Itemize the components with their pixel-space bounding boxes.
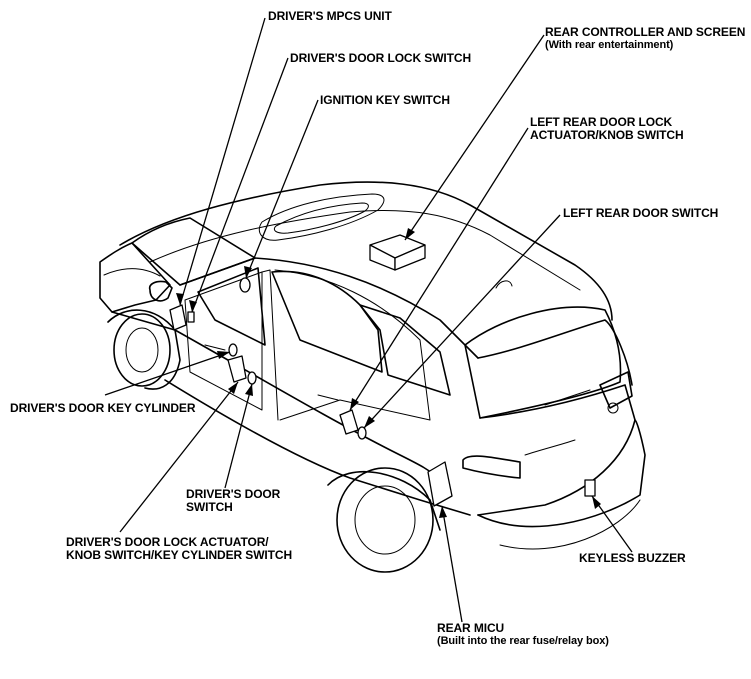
label-left-rear-lock-line2: ACTUATOR/KNOB SWITCH [530, 128, 684, 142]
label-drivers-door-lock-actuator: DRIVER'S DOOR LOCK ACTUATOR/ KNOB SWITCH… [66, 536, 292, 562]
label-door-switch-line2: SWITCH [186, 500, 233, 514]
vehicle-outline [99, 181, 646, 573]
label-ignition-key-switch: IGNITION KEY SWITCH [320, 93, 450, 107]
label-keyless-buzzer: KEYLESS BUZZER [579, 551, 686, 565]
label-actuator-line2: KNOB SWITCH/KEY CYLINDER SWITCH [66, 548, 293, 562]
label-door-switch-line1: DRIVER'S DOOR [186, 487, 281, 501]
label-rear-micu-note: (Built into the rear fuse/relay box) [437, 635, 609, 647]
label-rear-controller-title: REAR CONTROLLER AND SCREEN [545, 25, 746, 39]
label-left-rear-door-lock-actuator: LEFT REAR DOOR LOCK ACTUATOR/KNOB SWITCH [530, 116, 684, 142]
label-actuator-line1: DRIVER'S DOOR LOCK ACTUATOR/ [66, 535, 269, 549]
label-drivers-door-lock-switch: DRIVER'S DOOR LOCK SWITCH [290, 51, 472, 65]
component-markers [169, 234, 596, 507]
label-drivers-door-switch: DRIVER'S DOOR SWITCH [186, 488, 280, 514]
label-rear-controller-and-screen: REAR CONTROLLER AND SCREEN (With rear en… [545, 25, 746, 52]
label-drivers-door-key-cylinder: DRIVER'S DOOR KEY CYLINDER [10, 401, 196, 415]
label-left-rear-lock-line1: LEFT REAR DOOR LOCK [530, 115, 673, 129]
label-rear-controller-note: (With rear entertainment) [545, 39, 674, 51]
leader-lines [104, 17, 633, 623]
label-rear-micu-title: REAR MICU [437, 621, 505, 635]
label-rear-micu: REAR MICU (Built into the rear fuse/rela… [437, 621, 609, 648]
label-drivers-mpcs-unit: DRIVER'S MPCS UNIT [268, 9, 392, 23]
label-left-rear-door-switch: LEFT REAR DOOR SWITCH [563, 206, 719, 220]
